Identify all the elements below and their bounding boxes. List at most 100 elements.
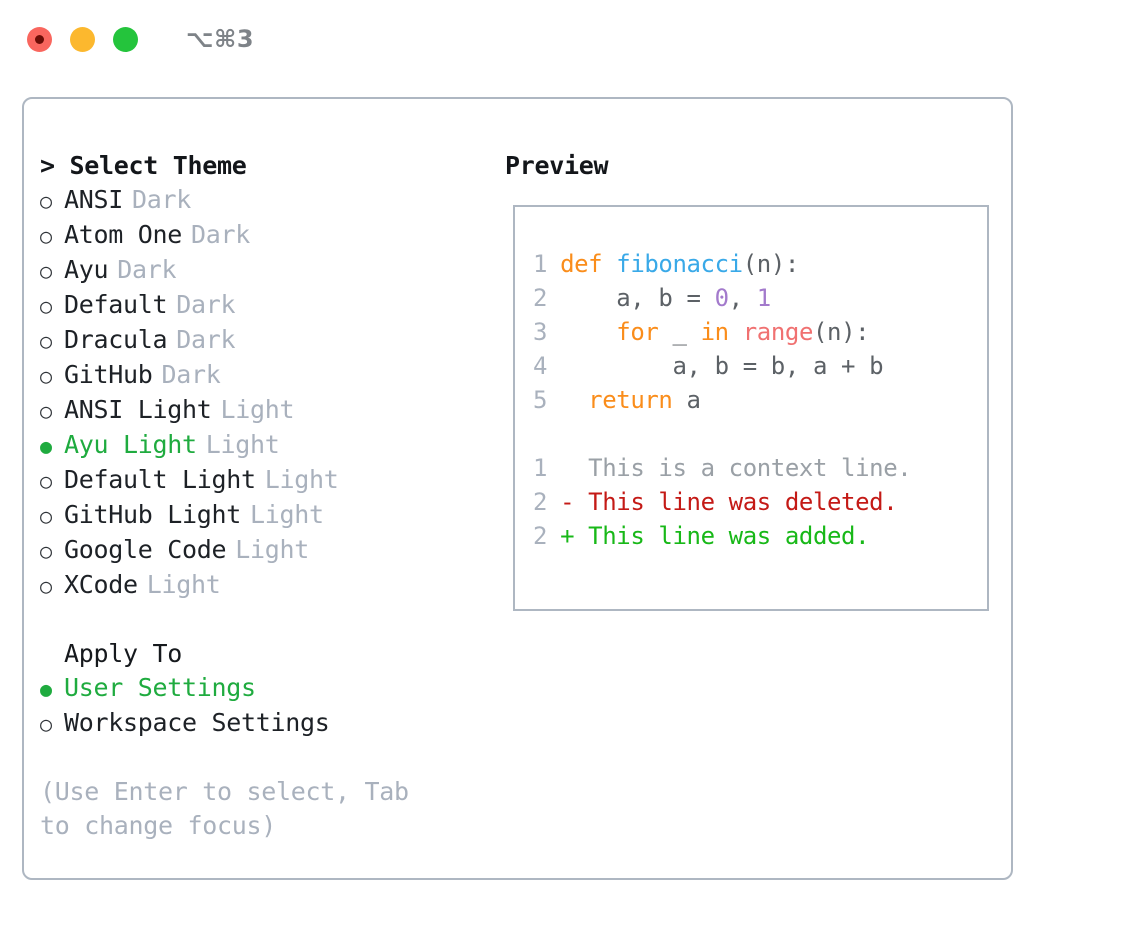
diff-line: 2+ This line was added. bbox=[533, 519, 987, 553]
apply-option-user-settings[interactable]: ●User Settings bbox=[40, 671, 502, 706]
radio-unselected-icon: ○ bbox=[40, 469, 52, 493]
theme-option-label: GitHub Light bbox=[64, 500, 242, 529]
theme-option-variant: Light bbox=[220, 395, 295, 424]
code-token: in bbox=[700, 318, 730, 346]
radio-unselected-icon: ○ bbox=[40, 574, 52, 598]
theme-option-variant: Dark bbox=[191, 220, 251, 249]
theme-option-variant: Dark bbox=[117, 255, 177, 284]
code-line-number: 5 bbox=[533, 386, 548, 414]
theme-option-variant: Light bbox=[235, 535, 310, 564]
code-token: 1 bbox=[756, 284, 771, 312]
radio-unselected-icon: ○ bbox=[40, 294, 52, 318]
theme-option-label: Ayu bbox=[64, 255, 109, 284]
theme-option-label: ANSI Light bbox=[64, 395, 212, 424]
code-token: for bbox=[616, 318, 659, 346]
code-token bbox=[729, 318, 743, 346]
code-line: 4 a, b = b, a + b bbox=[533, 349, 987, 383]
diff-sample: 1 This is a context line. 2- This line wa… bbox=[533, 451, 987, 553]
keyboard-hint-text: (Use Enter to select, Tab to change focu… bbox=[40, 777, 409, 840]
code-token: , bbox=[728, 284, 757, 312]
diff-text: This is a context line. bbox=[588, 454, 912, 482]
traffic-light-buttons bbox=[27, 26, 138, 52]
code-line: 3 for _ in range(n): bbox=[533, 315, 987, 349]
apply-to-option-list: ●User Settings○Workspace Settings bbox=[40, 671, 502, 741]
diff-text: This line was deleted. bbox=[588, 488, 898, 516]
code-token: (n): bbox=[742, 250, 800, 278]
apply-option-workspace-settings[interactable]: ○Workspace Settings bbox=[40, 706, 502, 741]
theme-option-variant: Light bbox=[250, 500, 324, 529]
code-line-number: 3 bbox=[533, 318, 548, 346]
theme-option-label: ANSI bbox=[64, 185, 124, 214]
theme-option-label: Google Code bbox=[64, 535, 227, 564]
code-line-number: 4 bbox=[533, 352, 548, 380]
theme-option-variant: Dark bbox=[176, 290, 236, 319]
code-token: def bbox=[560, 250, 617, 278]
theme-option-variant: Light bbox=[264, 465, 339, 494]
diff-line-number: 1 bbox=[533, 454, 548, 482]
theme-option-variant: Dark bbox=[161, 360, 221, 389]
code-token bbox=[560, 386, 588, 414]
diff-text: This line was added. bbox=[588, 522, 870, 550]
theme-option-variant: Dark bbox=[132, 185, 192, 214]
theme-option-label: Atom One bbox=[64, 220, 183, 249]
theme-option-google-code[interactable]: ○ Google Code Light bbox=[40, 533, 502, 568]
code-token: return bbox=[588, 386, 673, 414]
code-token: a bbox=[672, 386, 701, 414]
diff-line-number: 2 bbox=[533, 522, 548, 550]
code-token bbox=[560, 318, 616, 346]
theme-option-label: XCode bbox=[64, 570, 138, 599]
apply-to-header: Apply To bbox=[64, 639, 183, 668]
theme-option-label: Default bbox=[64, 290, 168, 319]
theme-option-github[interactable]: ○ GitHub Dark bbox=[40, 358, 502, 393]
code-line-number: 1 bbox=[533, 250, 548, 278]
radio-unselected-icon: ○ bbox=[40, 189, 52, 213]
theme-option-variant: Light bbox=[205, 430, 280, 459]
theme-option-github-light[interactable]: ○ GitHub Light Light bbox=[40, 498, 502, 533]
theme-option-default[interactable]: ○ Default Dark bbox=[40, 288, 502, 323]
theme-option-ansi-light[interactable]: ○ ANSI Light Light bbox=[40, 393, 502, 428]
radio-unselected-icon: ○ bbox=[40, 364, 52, 388]
close-window-icon[interactable] bbox=[27, 26, 52, 52]
maximize-window-icon[interactable] bbox=[113, 26, 138, 52]
apply-option-label: User Settings bbox=[64, 673, 256, 702]
code-token: a, b = bbox=[560, 284, 715, 312]
theme-option-default-light[interactable]: ○ Default Light Light bbox=[40, 463, 502, 498]
select-theme-header: > Select Theme bbox=[40, 151, 247, 180]
theme-option-label: GitHub bbox=[64, 360, 153, 389]
code-token: 0 bbox=[714, 284, 729, 312]
diff-line: 1 This is a context line. bbox=[533, 451, 987, 485]
minimize-window-icon[interactable] bbox=[70, 26, 95, 52]
radio-unselected-icon: ○ bbox=[40, 504, 52, 528]
code-line: 5 return a bbox=[533, 383, 987, 417]
radio-unselected-icon: ○ bbox=[40, 329, 52, 353]
theme-option-label: Dracula bbox=[64, 325, 168, 354]
radio-selected-icon: ● bbox=[40, 434, 52, 458]
theme-option-ansi[interactable]: ○ ANSI Dark bbox=[40, 183, 502, 218]
radio-unselected-icon: ○ bbox=[40, 399, 52, 423]
radio-unselected-icon: ○ bbox=[40, 539, 52, 563]
diff-marker bbox=[560, 454, 588, 482]
code-token: a, b = b, a + b bbox=[560, 352, 884, 380]
code-line: 2 a, b = 0, 1 bbox=[533, 281, 987, 315]
theme-option-label: Default Light bbox=[64, 465, 256, 494]
diff-marker: - bbox=[560, 488, 589, 516]
code-token: range bbox=[742, 318, 814, 346]
title-bar: ⌥⌘3 bbox=[0, 0, 1140, 78]
diff-line-number: 2 bbox=[533, 488, 548, 516]
theme-option-ayu-light[interactable]: ● Ayu Light Light bbox=[40, 428, 502, 463]
code-token: (n): bbox=[813, 318, 870, 346]
code-line-number: 2 bbox=[533, 284, 548, 312]
window-shortcut-label: ⌥⌘3 bbox=[186, 25, 255, 53]
theme-option-label: Ayu Light bbox=[64, 430, 197, 459]
radio-unselected-icon: ○ bbox=[40, 712, 52, 736]
